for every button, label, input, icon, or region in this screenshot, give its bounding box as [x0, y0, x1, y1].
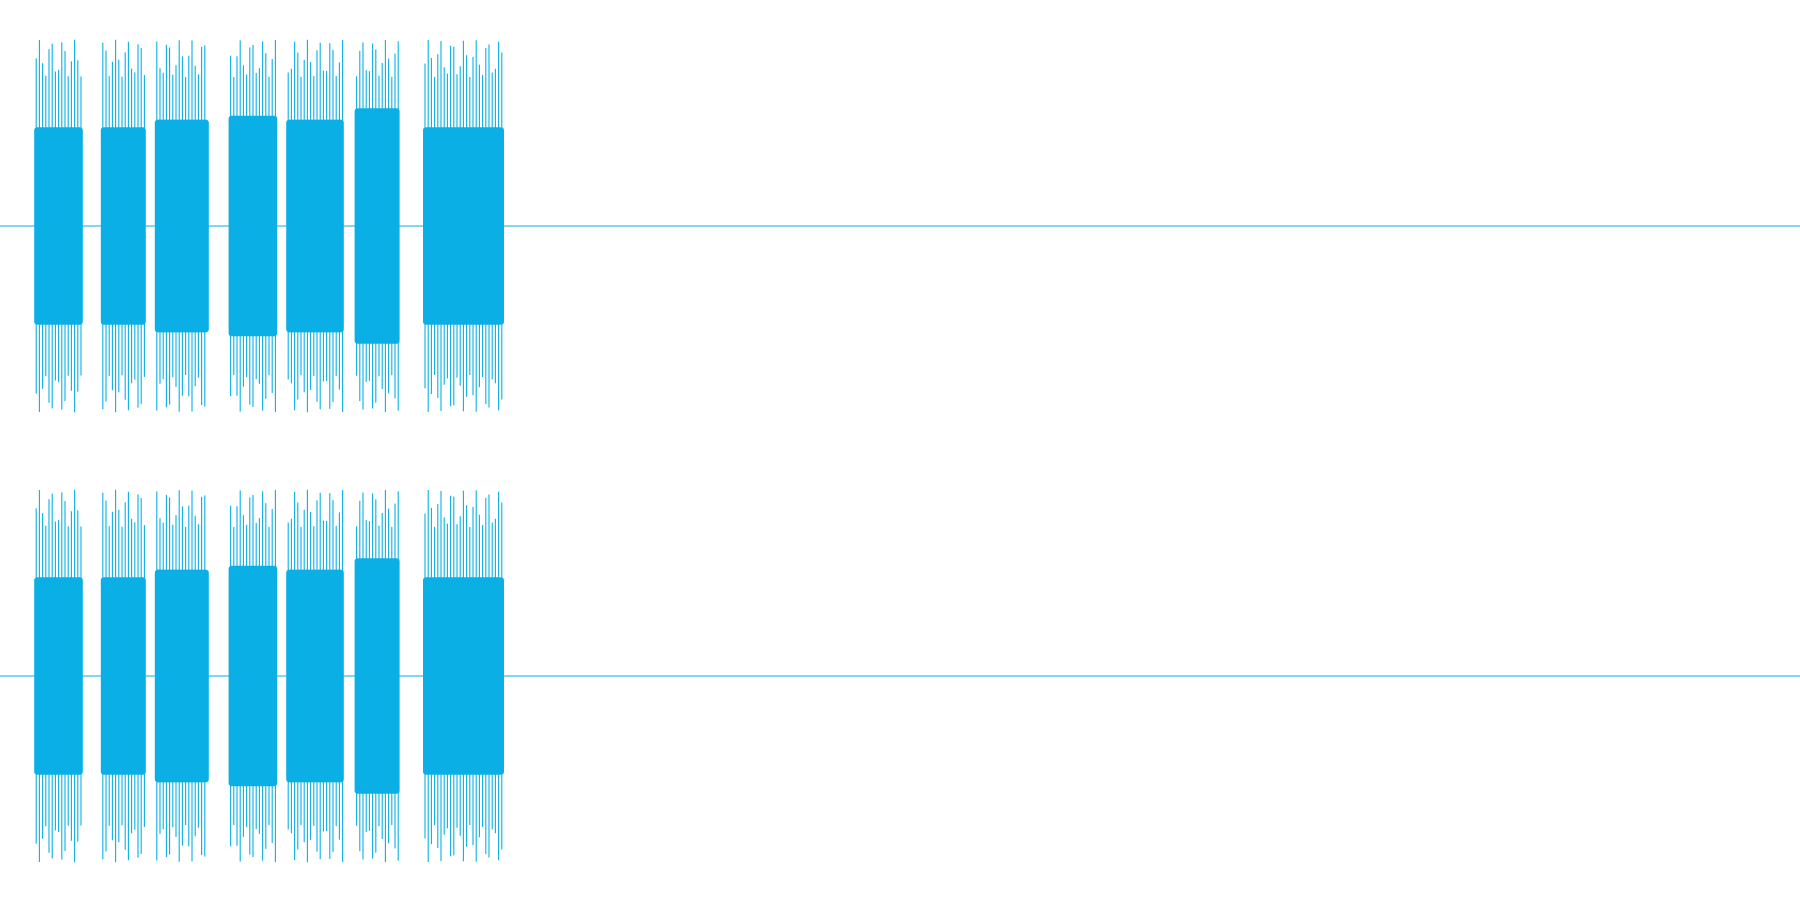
waveform-burst — [354, 39, 400, 413]
waveform-burst — [228, 489, 278, 863]
waveform-burst — [423, 40, 504, 412]
waveform-burst — [228, 39, 278, 413]
burst-body — [354, 108, 400, 344]
burst-body — [100, 127, 146, 325]
waveform-burst — [100, 489, 146, 863]
waveform-burst — [286, 39, 344, 413]
burst-body — [354, 558, 400, 794]
burst-body — [100, 577, 146, 775]
waveform-burst — [154, 40, 209, 412]
waveform-channel-1 — [0, 39, 1800, 413]
waveform-burst — [34, 39, 83, 413]
waveform-burst — [354, 489, 400, 863]
waveform-burst — [34, 489, 83, 863]
waveform-burst — [100, 39, 146, 413]
waveform-burst — [286, 489, 344, 863]
waveform-burst — [154, 490, 209, 862]
waveform-channel-2 — [0, 489, 1800, 863]
waveform-burst — [423, 490, 504, 862]
